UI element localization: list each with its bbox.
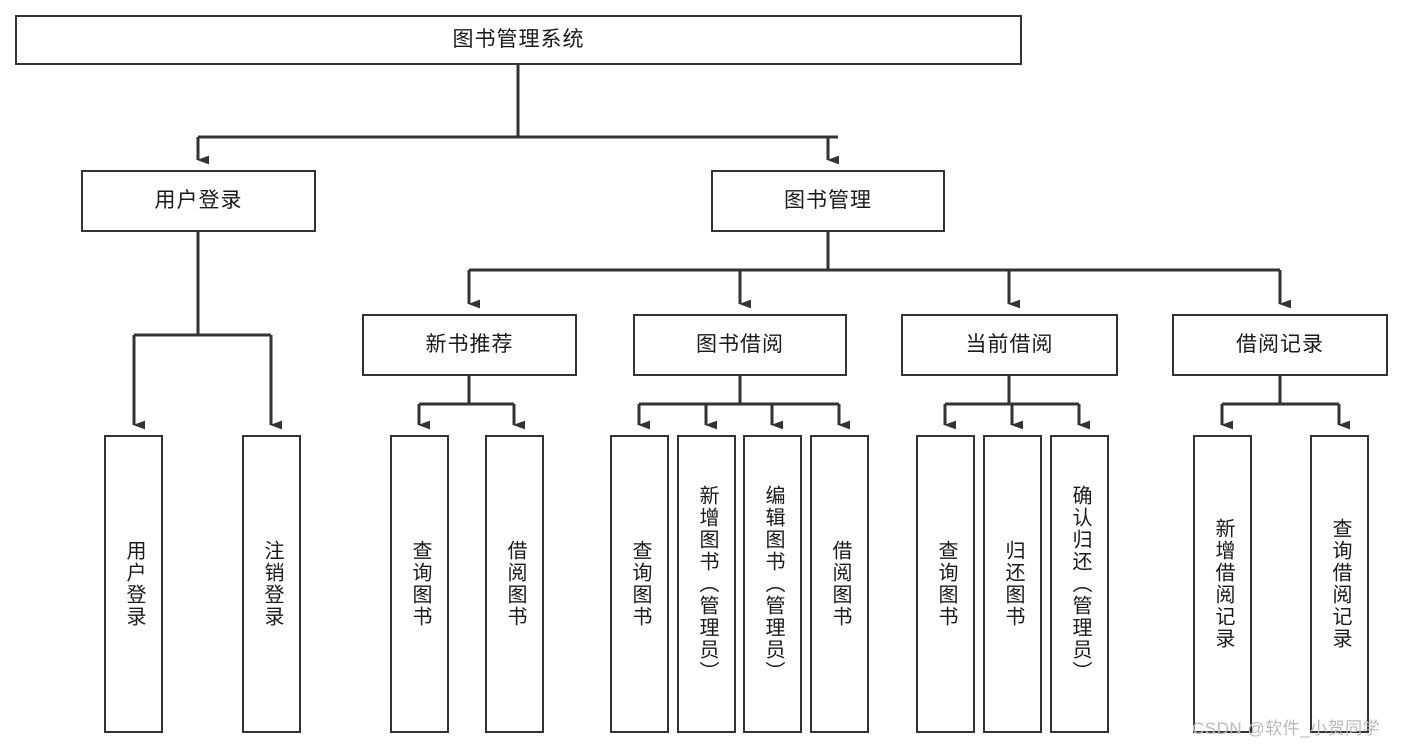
node-label: 查询图书	[935, 540, 957, 628]
node-leaf-user-logout[interactable]: 注销登录	[242, 435, 301, 733]
node-leaf-add-book[interactable]: 新增图书（管理员）	[677, 435, 736, 733]
root-to-level1-edges	[196, 65, 839, 165]
node-label: 查询图书	[629, 540, 651, 628]
book-borrow-to-leaves-edges	[637, 376, 850, 430]
node-leaf-return-book[interactable]: 归还图书	[983, 435, 1042, 733]
node-leaf-query-book-1[interactable]: 查询图书	[390, 435, 449, 733]
node-leaf-query-book-2[interactable]: 查询图书	[610, 435, 669, 733]
borrow-record-to-leaves-edges	[1220, 376, 1350, 430]
node-leaf-borrow-book-2[interactable]: 借阅图书	[810, 435, 869, 733]
node-leaf-query-book-3[interactable]: 查询图书	[916, 435, 975, 733]
node-leaf-confirm-return[interactable]: 确认归还（管理员）	[1050, 435, 1109, 733]
user-login-to-leaves-edges	[132, 232, 282, 430]
node-label: 编辑图书（管理员）	[762, 485, 784, 683]
node-leaf-user-login[interactable]: 用户登录	[104, 435, 163, 733]
node-label: 新书推荐	[425, 333, 514, 357]
new-book-recommend-to-leaves-edges	[417, 376, 525, 430]
node-label: 用户登录	[154, 189, 243, 213]
node-label: 确认归还（管理员）	[1069, 485, 1091, 683]
node-label: 新增图书（管理员）	[696, 485, 718, 683]
node-label: 归还图书	[1002, 540, 1024, 628]
node-label: 当前借阅	[965, 333, 1054, 357]
node-label: 新增借阅记录	[1212, 518, 1234, 650]
node-leaf-edit-book[interactable]: 编辑图书（管理员）	[743, 435, 802, 733]
current-borrow-to-leaves-edges	[943, 376, 1090, 430]
node-root-system[interactable]: 图书管理系统	[15, 15, 1022, 65]
node-label: 用户登录	[123, 540, 145, 628]
node-book-management[interactable]: 图书管理	[711, 170, 945, 232]
node-label: 借阅图书	[504, 540, 526, 628]
node-new-book-recommend[interactable]: 新书推荐	[362, 314, 577, 376]
node-label: 查询借阅记录	[1329, 518, 1351, 650]
node-label: 图书管理系统	[452, 28, 585, 52]
csdn-watermark: CSDN @软件_小贺同学	[1192, 719, 1381, 738]
node-leaf-borrow-book-1[interactable]: 借阅图书	[485, 435, 544, 733]
node-label: 图书借阅	[696, 333, 784, 357]
node-leaf-add-record[interactable]: 新增借阅记录	[1193, 435, 1252, 733]
node-user-login[interactable]: 用户登录	[81, 170, 316, 232]
node-label: 注销登录	[261, 540, 283, 628]
node-current-borrow[interactable]: 当前借阅	[901, 314, 1118, 376]
node-label: 图书管理	[784, 189, 872, 213]
book-management-to-level2-edges	[467, 232, 1291, 309]
node-label: 借阅图书	[829, 540, 851, 628]
node-label: 查询图书	[409, 540, 431, 628]
node-leaf-query-record[interactable]: 查询借阅记录	[1310, 435, 1369, 733]
node-label: 借阅记录	[1236, 333, 1324, 357]
node-book-borrow[interactable]: 图书借阅	[633, 314, 847, 376]
node-borrow-record[interactable]: 借阅记录	[1172, 314, 1388, 376]
